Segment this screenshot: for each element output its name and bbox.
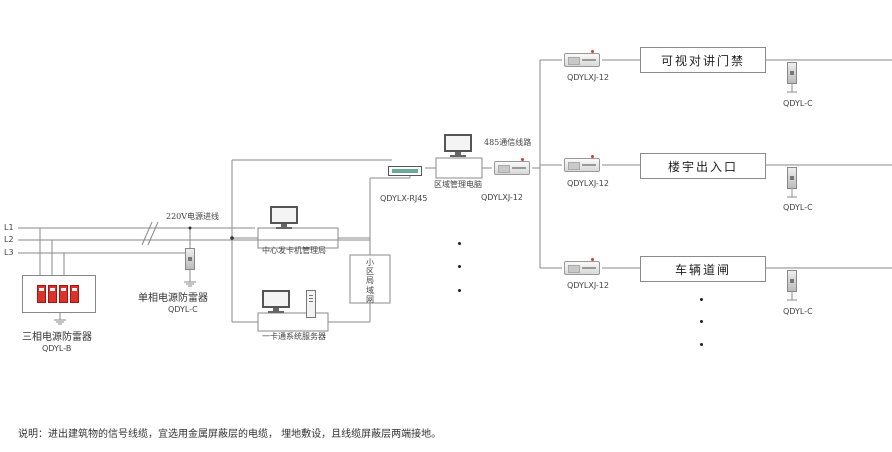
monitor-icon: [262, 290, 290, 314]
three-phase-spd-model: QDYL-B: [42, 344, 72, 353]
monitor-icon: [444, 134, 472, 158]
surge-protector-icon: [564, 50, 600, 67]
line-label-l2: L2: [4, 235, 14, 244]
ellipsis-dot: [458, 289, 461, 292]
system-box-intercom: 可视对讲门禁: [640, 47, 766, 73]
surge-protector-icon: [185, 248, 195, 270]
surge-protector-icon: [70, 285, 79, 303]
ellipsis-dot: [700, 320, 703, 323]
card-issue-pc-label: 中心发卡机管理局: [262, 246, 326, 255]
branch-2-signal-spd: QDYLXJ-12: [567, 179, 609, 188]
line-label-l1: L1: [4, 223, 14, 232]
branch-3-signal-spd: QDYLXJ-12: [567, 281, 609, 290]
branch-2-power-spd: QDYL-C: [783, 203, 813, 212]
surge-protector-icon: [37, 285, 46, 303]
line-label-l3: L3: [4, 248, 14, 257]
three-phase-spd-box: [22, 275, 96, 313]
single-phase-spd-name: 单相电源防雷器: [138, 293, 208, 304]
bus-485-label: 485通信线路: [484, 138, 532, 147]
card-server-label: 一卡通系统服务器: [262, 332, 326, 341]
power-line-label: 220V电源进线: [166, 212, 220, 221]
server-tower-icon: [306, 290, 316, 318]
area-pc-label: 区域管理电脑: [434, 180, 482, 189]
ellipsis-dot: [458, 265, 461, 268]
system-box-building-entrance: 楼宇出入口: [640, 153, 766, 179]
three-phase-spd-name: 三相电源防雷器: [22, 332, 92, 343]
branch-3-power-spd: QDYL-C: [783, 307, 813, 316]
surge-protector-icon: [48, 285, 57, 303]
branch-1-power-spd: QDYL-C: [783, 99, 813, 108]
branch-1-signal-spd: QDYLXJ-12: [567, 73, 609, 82]
system-box-vehicle-gate: 车辆道闸: [640, 256, 766, 282]
main-signal-spd-model: QDYLXJ-12: [481, 193, 523, 202]
rj45-model: QDYLX-RJ45: [380, 194, 428, 203]
surge-protector-icon: [564, 155, 600, 172]
surge-protector-icon: [787, 270, 797, 292]
surge-protector-icon: [59, 285, 68, 303]
surge-protector-icon: [787, 167, 797, 189]
surge-protector-icon: [564, 258, 600, 275]
rj45-protector-icon: [388, 166, 422, 176]
surge-protector-icon: [787, 62, 797, 84]
lan-label: 小区局域网: [366, 258, 374, 304]
footnote: 说明：进出建筑物的信号线缆，宜选用金属屏蔽层的电缆， 埋地敷设，且线缆屏蔽层两端…: [18, 429, 442, 440]
single-phase-spd-model: QDYL-C: [168, 305, 198, 314]
ellipsis-dot: [700, 298, 703, 301]
ellipsis-dot: [700, 343, 703, 346]
surge-protector-icon: [494, 158, 530, 175]
monitor-icon: [270, 206, 298, 230]
ellipsis-dot: [458, 242, 461, 245]
